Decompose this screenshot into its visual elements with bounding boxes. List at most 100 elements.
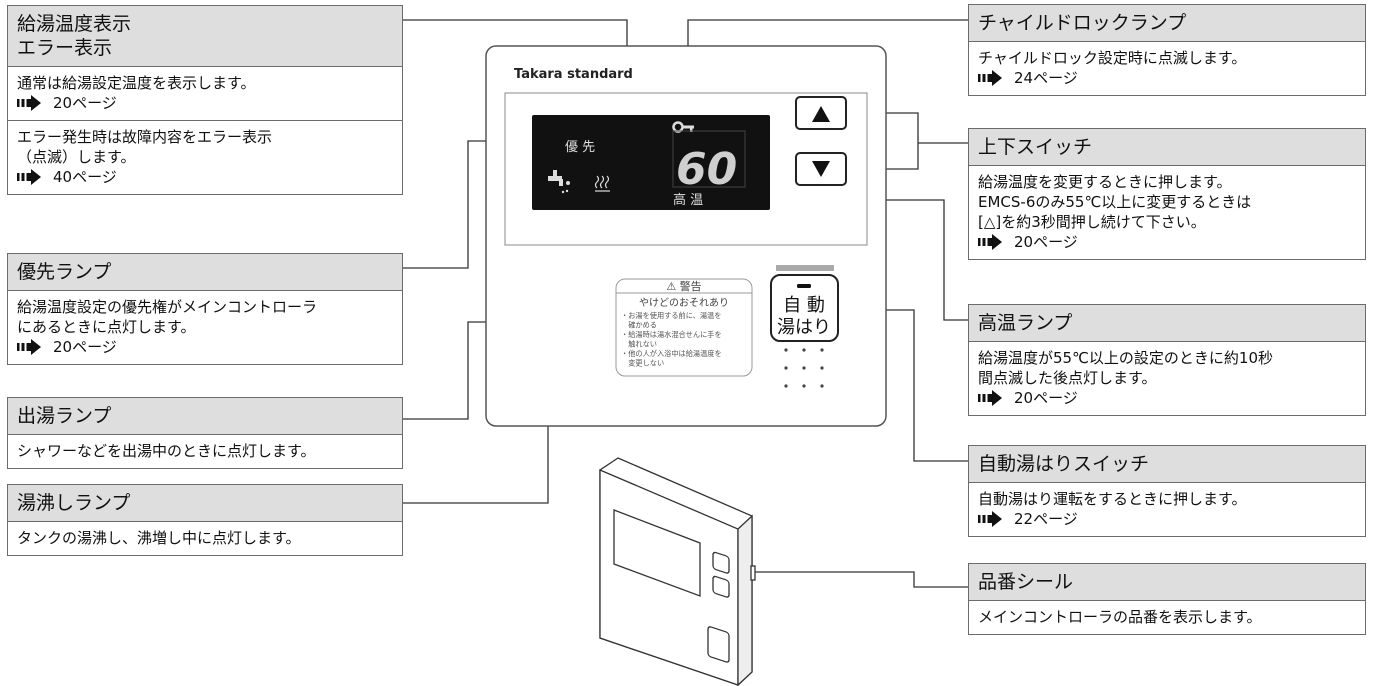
callout-text: 給湯温度を変更するときに押します。 EMCS-6のみ55℃以上に変更するときは … <box>978 173 1252 231</box>
page-reference[interactable]: 20ページ <box>978 388 1356 408</box>
callout-section: シャワーなどを出湯中のときに点灯します。 <box>8 435 402 468</box>
callout-title-line: 優先ランプ <box>17 261 112 283</box>
callout-text: 通常は給湯設定温度を表示します。 <box>17 74 256 92</box>
page-reference[interactable]: 40ページ <box>17 167 393 187</box>
callout-text: 給湯温度が55℃以上の設定のときに約10秒 間点滅した後点灯します。 <box>978 349 1274 387</box>
left-callout-0: 給湯温度表示エラー表示通常は給湯設定温度を表示します。 20ページエラー発生時は故… <box>7 5 403 195</box>
warning-item: ・他の人が入浴中は給湯温度を <box>621 349 722 358</box>
up-button <box>795 96 847 130</box>
callout-title-line: 品番シール <box>978 571 1074 593</box>
page-reference[interactable]: 20ページ <box>17 337 393 357</box>
callout-title: 出湯ランプ <box>8 398 402 435</box>
page-reference-text: 20ページ <box>1014 389 1078 407</box>
page-reference[interactable]: 20ページ <box>17 93 393 113</box>
callout-title: 給湯温度表示エラー表示 <box>8 6 402 67</box>
callout-title: 上下スイッチ <box>969 129 1365 166</box>
page-reference[interactable]: 24ページ <box>978 68 1356 88</box>
indicator-strip <box>776 265 834 271</box>
callout-title-line: エラー表示 <box>17 37 113 59</box>
right-callout-0: チャイルドロックランプチャイルドロック設定時に点滅します。 24ページ <box>968 4 1366 96</box>
callout-text: 自動湯はり運転をするときに押します。 <box>978 490 1247 508</box>
callout-text: 給湯温度設定の優先権がメインコントローラ にあるときに点灯します。 <box>17 298 318 336</box>
page-reference-text: 24ページ <box>1014 69 1078 87</box>
callout-section: 給湯温度設定の優先権がメインコントローラ にあるときに点灯します。 20ページ <box>8 291 402 364</box>
digit-frame <box>672 130 746 188</box>
page-reference-text: 20ページ <box>1014 233 1078 251</box>
right-callout-4: 品番シールメインコントローラの品番を表示します。 <box>968 563 1366 635</box>
down-arrow-icon <box>812 161 830 177</box>
warning-item: 確かめる <box>621 321 657 330</box>
leader-lines <box>403 19 968 588</box>
callout-text: シャワーなどを出湯中のときに点灯します。 <box>17 442 316 460</box>
callout-title-line: 湯沸しランプ <box>17 492 131 514</box>
warning-item: 変更しない <box>621 359 664 368</box>
page-arrow-icon <box>17 339 41 355</box>
page-reference[interactable]: 22ページ <box>978 509 1356 529</box>
page-reference[interactable]: 20ページ <box>978 232 1356 252</box>
callout-section: 給湯温度を変更するときに押します。 EMCS-6のみ55℃以上に変更するときは … <box>969 166 1365 259</box>
callout-title-line: 上下スイッチ <box>978 136 1093 158</box>
high-temp-lamp-label: 高 温 <box>673 192 703 208</box>
page-arrow-icon <box>17 95 41 111</box>
callout-section: メインコントローラの品番を表示します。 <box>969 601 1365 634</box>
left-callout-1: 優先ランプ給湯温度設定の優先権がメインコントローラ にあるときに点灯します。 20… <box>7 253 403 365</box>
page-arrow-icon <box>978 234 1002 250</box>
callout-section: 給湯温度が55℃以上の設定のときに約10秒 間点滅した後点灯します。 20ページ <box>969 342 1365 415</box>
callout-text: タンクの湯沸し、沸増し中に点灯します。 <box>17 529 301 547</box>
callout-title-line: 出湯ランプ <box>17 405 112 427</box>
page-reference-text: 20ページ <box>53 94 117 112</box>
callout-section: タンクの湯沸し、沸増し中に点灯します。 <box>8 522 402 555</box>
warning-heading: やけどのおそれあり <box>639 297 729 309</box>
display-frame <box>504 92 868 246</box>
page-reference-text: 20ページ <box>53 338 117 356</box>
warning-title: ⚠ 警告 <box>666 279 701 293</box>
callout-title-line: 高温ランプ <box>978 312 1073 334</box>
callout-title: 高温ランプ <box>969 305 1365 342</box>
page-arrow-icon <box>978 511 1002 527</box>
faucet-icon <box>548 170 570 194</box>
auto-fill-label-2: 湯はり <box>777 317 831 338</box>
lcd-display <box>532 115 770 210</box>
warning-item: 触れない <box>621 340 657 349</box>
warning-label <box>615 278 753 377</box>
callout-title: 湯沸しランプ <box>8 485 402 522</box>
priority-lamp-label: 優 先 <box>565 140 595 155</box>
left-callout-3: 湯沸しランプタンクの湯沸し、沸増し中に点灯します。 <box>7 484 403 556</box>
callout-text: エラー発生時は故障内容をエラー表示 （点滅）します。 <box>17 128 273 166</box>
callout-section: 自動湯はり運転をするときに押します。 22ページ <box>969 483 1365 536</box>
child-lock-key-icon <box>672 121 694 133</box>
auto-fill-label-1: 自 動 <box>783 295 825 316</box>
callout-title: 品番シール <box>969 564 1365 601</box>
callout-text: チャイルドロック設定時に点滅します。 <box>978 49 1247 67</box>
heating-icon <box>594 175 610 192</box>
callout-section: チャイルドロック設定時に点滅します。 24ページ <box>969 42 1365 95</box>
warning-item: ・給湯時は湯水混合せんに手を <box>621 330 722 339</box>
callout-title-line: チャイルドロックランプ <box>978 12 1187 34</box>
callout-title: チャイルドロックランプ <box>969 5 1365 42</box>
callout-title-line: 給湯温度表示 <box>17 13 132 35</box>
left-callout-2: 出湯ランプシャワーなどを出湯中のときに点灯します。 <box>7 397 403 469</box>
controller-side-view <box>599 457 756 686</box>
callout-text: メインコントローラの品番を表示します。 <box>978 608 1262 626</box>
speaker-grille <box>784 348 824 388</box>
page-arrow-icon <box>978 70 1002 86</box>
up-arrow-icon <box>812 106 830 122</box>
brand-logo: Takara standard <box>514 67 633 82</box>
right-callout-1: 上下スイッチ給湯温度を変更するときに押します。 EMCS-6のみ55℃以上に変更… <box>968 128 1366 260</box>
callout-title: 優先ランプ <box>8 254 402 291</box>
callout-title: 自動湯はりスイッチ <box>969 446 1365 483</box>
auto-fill-indicator <box>797 284 811 288</box>
temperature-digits: 60 <box>676 144 737 195</box>
page-reference-text: 40ページ <box>53 168 117 186</box>
page-reference-text: 22ページ <box>1014 510 1078 528</box>
page-arrow-icon <box>17 169 41 185</box>
controller-body <box>485 45 887 427</box>
callout-section: エラー発生時は故障内容をエラー表示 （点滅）します。 40ページ <box>8 120 402 194</box>
callout-section: 通常は給湯設定温度を表示します。 20ページ <box>8 67 402 120</box>
auto-fill-button <box>770 274 839 342</box>
warning-item: ・お湯を使用する前に、湯温を <box>621 311 721 320</box>
right-callout-3: 自動湯はりスイッチ自動湯はり運転をするときに押します。 22ページ <box>968 445 1366 537</box>
right-callout-2: 高温ランプ給湯温度が55℃以上の設定のときに約10秒 間点滅した後点灯します。 2… <box>968 304 1366 416</box>
down-button <box>795 152 847 186</box>
callout-title-line: 自動湯はりスイッチ <box>978 453 1150 475</box>
